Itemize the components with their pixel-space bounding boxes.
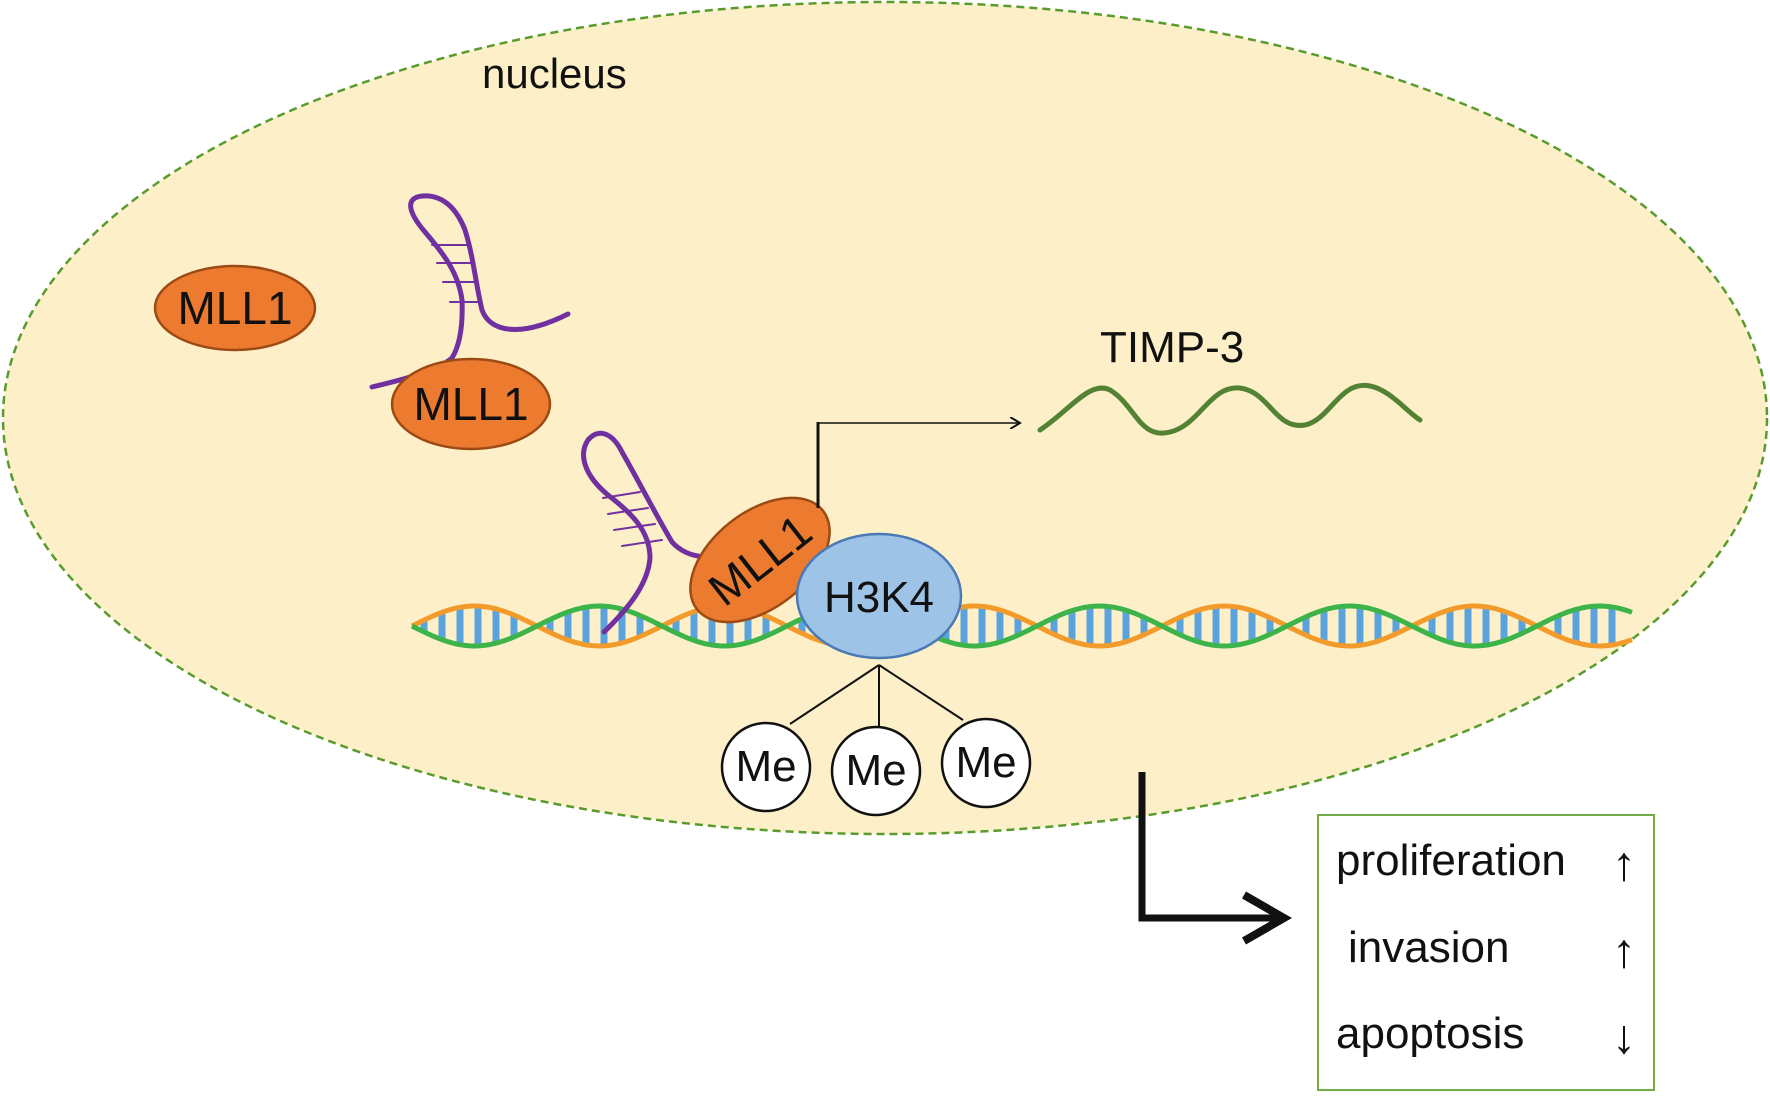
methyl-label-3: Me: [955, 738, 1016, 787]
methyl-group-2: Me: [830, 725, 922, 817]
mll1-complex-label: MLL1: [413, 378, 528, 430]
methyl-group-3: Me: [940, 717, 1032, 809]
mll1-rna-complex: MLL1: [390, 357, 552, 451]
h3k4-label: H3K4: [824, 573, 934, 622]
outcome-label: invasion: [1348, 923, 1509, 972]
nucleus-membrane: [1, 0, 1769, 836]
methyl-label-2: Me: [845, 746, 906, 795]
nucleus: nucleus: [1, 0, 1769, 836]
h3k4-histone: H3K4: [795, 532, 963, 660]
outcome-box: proliferation ↑ invasion ↑ apoptosis ↓: [1317, 814, 1655, 1091]
up-arrow-icon: ↑: [1612, 838, 1636, 891]
mll1-free-label: MLL1: [177, 282, 292, 334]
outcome-invasion: invasion ↑: [1348, 923, 1636, 978]
nucleus-label: nucleus: [482, 50, 627, 97]
down-arrow-icon: ↓: [1612, 1011, 1636, 1064]
transcription-arrow-icon: [816, 422, 1020, 508]
outcome-label: apoptosis: [1336, 1009, 1524, 1058]
outcome-apoptosis: apoptosis ↓: [1336, 1009, 1636, 1064]
up-arrow-icon: ↑: [1612, 925, 1636, 978]
timp3-mrna: TIMP-3: [1037, 323, 1423, 436]
mll1-free: MLL1: [153, 264, 317, 352]
outcome-label: proliferation: [1336, 836, 1566, 885]
timp3-label: TIMP-3: [1100, 323, 1244, 372]
mrna-wave-icon: [1037, 383, 1423, 436]
rna-hairpin-icon: [369, 193, 571, 390]
rna-hairpin-icon: [581, 430, 743, 635]
outcome-proliferation: proliferation ↑: [1336, 836, 1636, 891]
effect-arrow-icon: [1138, 772, 1293, 945]
methyl-group-1: Me: [720, 721, 812, 813]
methyl-connectors: [789, 664, 964, 728]
methyl-label-1: Me: [735, 742, 796, 791]
dna-helix-icon: [410, 603, 1633, 649]
